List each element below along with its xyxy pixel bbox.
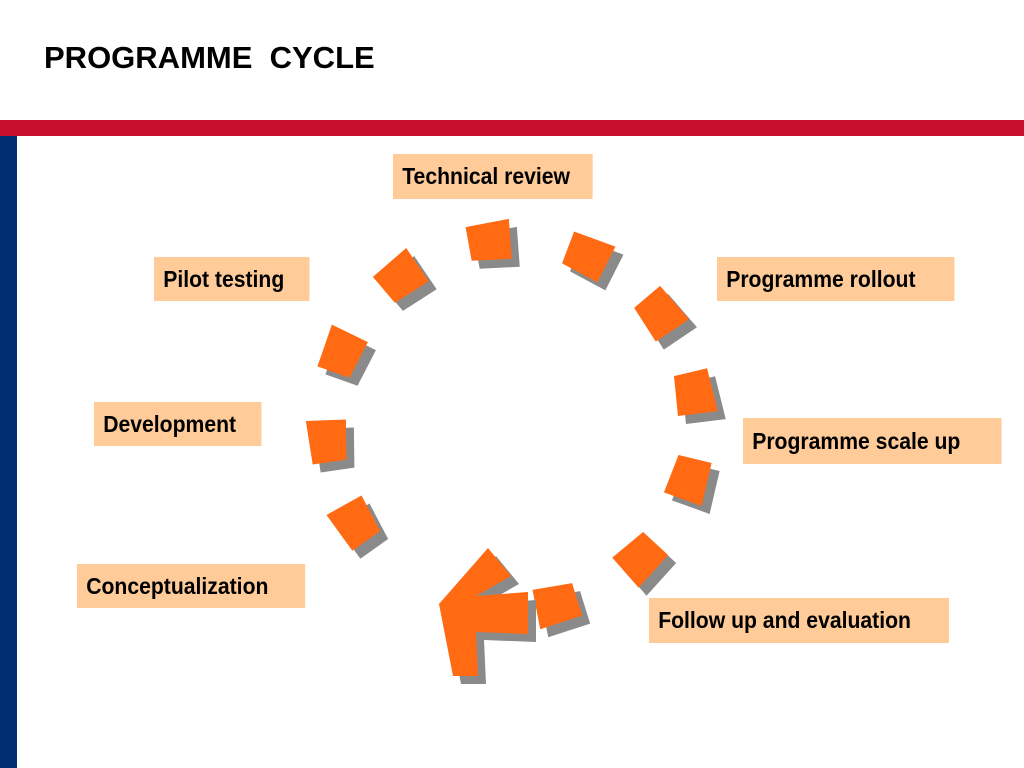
cycle-segment-face bbox=[634, 285, 689, 342]
cycle-segment bbox=[562, 231, 624, 291]
stage-label-programme-scale-up: Programme scale up bbox=[743, 418, 1002, 464]
cycle-segment bbox=[326, 495, 389, 559]
stage-label-programme-rollout: Programme rollout bbox=[717, 257, 955, 301]
cycle-segment bbox=[612, 531, 677, 596]
cycle-segment-face bbox=[673, 368, 718, 417]
header-divider-red bbox=[0, 120, 1024, 136]
cycle-arrowhead bbox=[439, 548, 536, 684]
cycle-segment bbox=[372, 248, 437, 311]
cycle-segment bbox=[673, 368, 726, 425]
cycle-segment-face bbox=[317, 324, 368, 378]
cycle-segment-face bbox=[532, 583, 583, 630]
cycle-segments bbox=[305, 218, 726, 638]
cycle-segment-face bbox=[305, 419, 347, 465]
slide-title: PROGRAMME CYCLE bbox=[44, 40, 375, 75]
cycle-segment-face bbox=[663, 454, 712, 506]
stage-label-pilot-testing: Pilot testing bbox=[154, 257, 310, 301]
stage-label-conceptualization: Conceptualization bbox=[77, 564, 306, 608]
cycle-segment-face bbox=[326, 495, 381, 551]
cycle-segment bbox=[663, 454, 720, 514]
cycle-segment bbox=[305, 419, 355, 473]
cycle-segment-face bbox=[465, 218, 512, 261]
stage-label-technical-review: Technical review bbox=[393, 154, 593, 199]
cycle-segment-face bbox=[612, 531, 669, 588]
stage-label-follow-up-evaluation: Follow up and evaluation bbox=[649, 598, 949, 643]
cycle-segment-face bbox=[372, 248, 429, 303]
cycle-segment bbox=[634, 285, 697, 350]
cycle-segment-face bbox=[562, 231, 616, 283]
cycle-segment bbox=[465, 218, 520, 269]
arrowhead bbox=[439, 548, 528, 676]
stage-label-development: Development bbox=[94, 402, 262, 446]
cycle-segment bbox=[532, 583, 591, 638]
cycle-segment bbox=[317, 324, 376, 386]
left-accent-bar-blue bbox=[0, 136, 17, 768]
